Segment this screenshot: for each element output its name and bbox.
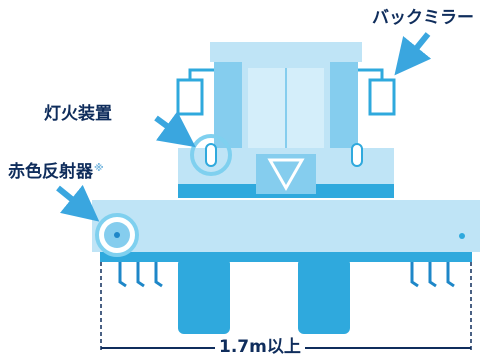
red-reflector-text: 赤色反射器 [8, 162, 93, 182]
right-mirror [368, 78, 396, 116]
right-mirror-arm [358, 68, 384, 80]
rear-mirror-label: バックミラー [372, 10, 474, 27]
left-mirror-arm [188, 68, 214, 80]
mirror-arrow [394, 32, 432, 76]
rear-mirror-text: バックミラー [372, 8, 474, 28]
cabin-right-pillar [330, 62, 358, 158]
slow-vehicle-triangle [267, 158, 305, 192]
lighting-device-text: 灯火装置 [44, 104, 112, 124]
cabin-roof [210, 42, 362, 62]
red-reflector-label: 赤色反射器※ [8, 164, 104, 181]
lamp-highlight-circle [190, 134, 232, 176]
red-reflector-center [114, 232, 120, 238]
left-lamp [205, 143, 217, 167]
right-lamp [351, 143, 363, 167]
note-mark: ※ [94, 163, 104, 174]
implement-bottom-band [100, 252, 472, 262]
lamp-arrow [154, 111, 196, 148]
left-tines [118, 262, 163, 288]
left-mirror [176, 78, 204, 116]
right-rear-wheel [298, 258, 350, 334]
implement-bar [92, 200, 480, 252]
lighting-device-label: 灯火装置 [44, 106, 112, 123]
width-dimension-label: 1.7m以上 [215, 339, 305, 356]
left-rear-wheel [178, 258, 230, 334]
right-tines [410, 262, 455, 288]
right-end-dot [459, 233, 465, 239]
reflector-arrow [56, 184, 100, 222]
cabin-left-pillar [214, 62, 242, 158]
